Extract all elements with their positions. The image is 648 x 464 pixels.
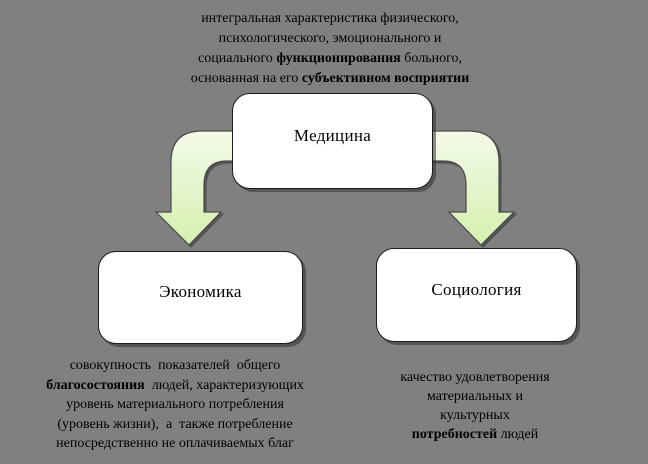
definition-top: интегральная характеристика физического,… <box>0 9 648 89</box>
definition-economics-line: уровень материального потребления <box>16 395 334 415</box>
text-segment: психологического, эмоционального и <box>218 31 442 46</box>
definition-economics-line: (уровень жизни), а также потребление <box>16 415 334 435</box>
definition-top-line: психологического, эмоционального и <box>0 29 648 49</box>
node-sociology-label: Социология <box>431 279 522 299</box>
text-segment-bold: функционирования <box>276 51 401 66</box>
node-economics: Экономика <box>98 251 303 344</box>
definition-sociology-line: качество удовлетворения <box>356 368 594 387</box>
definition-economics: совокупность показателей общего благосос… <box>16 356 334 454</box>
text-segment: социального <box>198 51 277 66</box>
text-segment-bold: благосостояния <box>46 377 145 393</box>
text-segment: интегральная характеристика физического, <box>201 11 459 26</box>
text-segment: качество удовлетворения <box>400 370 550 385</box>
arrow-medicine-to-economics-icon <box>154 130 241 246</box>
text-segment: людей <box>497 427 539 442</box>
definition-top-line: социального функционирования больного, <box>0 49 648 69</box>
definition-sociology-line: культурных <box>356 406 594 425</box>
text-segment: культурных <box>440 408 510 423</box>
node-medicine-label: Медицина <box>293 125 372 145</box>
definition-top-line: основанная на его субъективном восприяти… <box>0 69 648 89</box>
text-segment: больного, <box>400 51 462 66</box>
text-segment: основанная на его <box>190 71 302 86</box>
definition-sociology: качество удовлетворения материальных и к… <box>356 368 594 444</box>
node-economics-label: Экономика <box>159 282 242 301</box>
definition-economics-line: непосредственно не оплачиваемых благ <box>16 434 334 454</box>
text-segment-bold: субъективном восприятии <box>301 71 470 86</box>
text-segment: совокупность показателей общего <box>69 358 281 373</box>
definition-sociology-line: материальных и <box>356 387 594 406</box>
arrow-medicine-to-sociology-icon <box>427 130 516 246</box>
definition-top-line: интегральная характеристика физического, <box>0 9 648 29</box>
node-medicine: Медицина <box>232 93 433 189</box>
text-segment: непосредственно не оплачиваемых благ <box>56 436 294 451</box>
text-segment-bold: потребностей <box>411 427 498 442</box>
definition-sociology-line: потребностей людей <box>356 425 594 444</box>
text-segment: материальных и <box>426 389 524 404</box>
definition-economics-line: совокупность показателей общего <box>16 356 334 376</box>
text-segment: уровень материального потребления <box>66 397 284 412</box>
definition-economics-line: благосостояния людей, характеризующих <box>16 376 334 396</box>
node-sociology: Социология <box>376 248 577 342</box>
text-segment: людей, характеризующих <box>144 377 304 393</box>
text-segment: (уровень жизни), а также потребление <box>57 416 293 432</box>
